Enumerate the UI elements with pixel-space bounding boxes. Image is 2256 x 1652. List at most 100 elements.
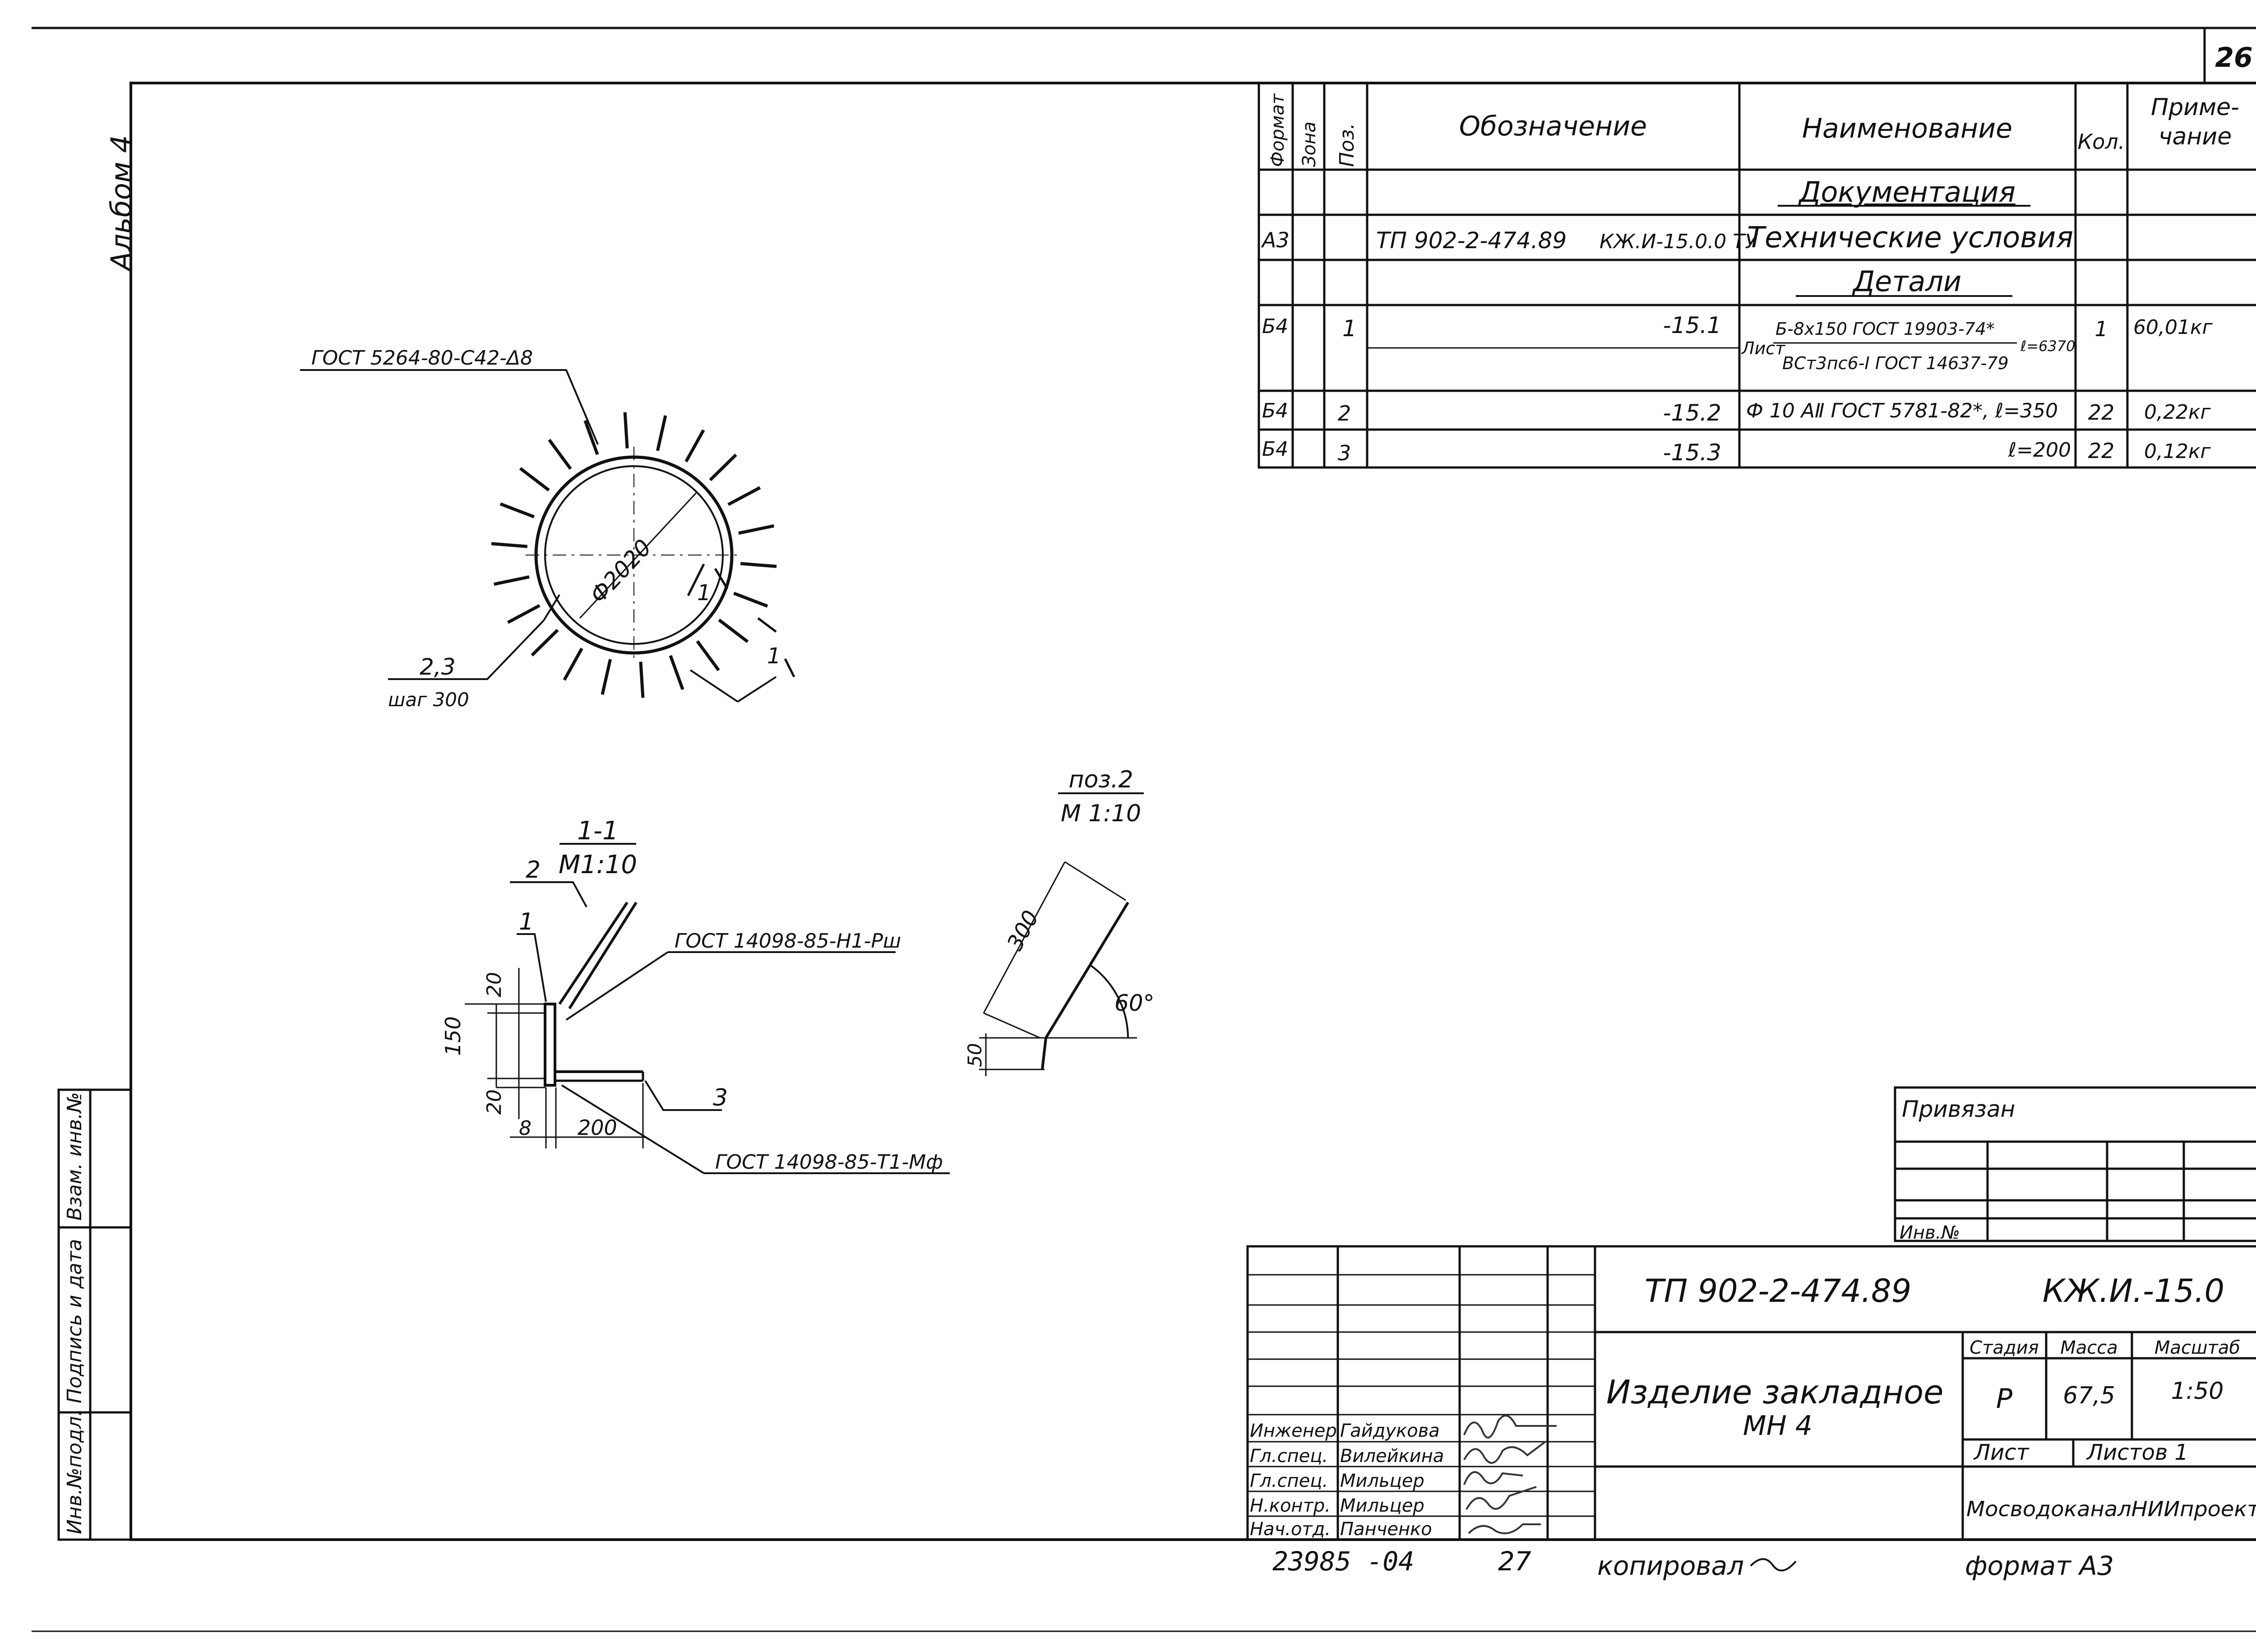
title-block bbox=[1246, 1245, 2256, 1541]
doc-row-designation-a: ТП 902-2-474.89 bbox=[1376, 227, 1567, 254]
staff-role: Гл.спец. bbox=[1250, 1446, 1328, 1467]
stud-anchor bbox=[727, 486, 761, 506]
binding-block bbox=[1894, 1086, 2256, 1242]
binding-inv: Инв.№ bbox=[1900, 1222, 1960, 1243]
staff-name: Панченко bbox=[1340, 1519, 1432, 1540]
row3-format: Б4 bbox=[1262, 438, 1288, 461]
dim-8: 8 bbox=[519, 1117, 532, 1140]
table-row: Б4 1 -15.1 Лист Б-8х150 ГОСТ 19903-74* В… bbox=[1262, 312, 2213, 373]
header-zone: Зона bbox=[1299, 121, 1320, 167]
pos2-scale: М 1:10 bbox=[1061, 800, 1141, 827]
spec-table bbox=[1257, 82, 2256, 469]
organization: МосводоканалНИИпроект bbox=[1966, 1497, 2256, 1521]
ring-weld-label: ГОСТ 5264-80-С42-Δ8 bbox=[311, 347, 533, 370]
stud-pos-label: 2,3 bbox=[420, 654, 456, 680]
row3-designation: -15.3 bbox=[1663, 440, 1721, 466]
title-sheet-code: КЖ.И.-15.0 bbox=[2043, 1273, 2224, 1310]
staff-role: Инженер bbox=[1250, 1421, 1337, 1441]
binding-title: Привязан bbox=[1902, 1096, 2015, 1122]
section-parts: Детали bbox=[1852, 265, 1962, 298]
stud-anchor bbox=[740, 562, 777, 568]
stud-anchor bbox=[639, 662, 645, 698]
row1-qty: 1 bbox=[2094, 317, 2108, 341]
stud-anchor bbox=[718, 618, 749, 643]
dim-150: 150 bbox=[441, 1016, 465, 1056]
stud-anchor bbox=[733, 592, 768, 608]
dim-200: 200 bbox=[578, 1115, 617, 1140]
row1-name-prefix: Лист bbox=[1741, 338, 1786, 358]
stud-pitch-label: шаг 300 bbox=[388, 689, 469, 711]
dim-50: 50 bbox=[964, 1043, 986, 1067]
stud-anchor bbox=[669, 655, 684, 690]
title-code: ТП 902-2-474.89 bbox=[1645, 1273, 1911, 1310]
pos2-title: поз.2 bbox=[1068, 766, 1133, 793]
row2-designation: -15.2 bbox=[1663, 400, 1721, 426]
spec-header: Формат Зона Поз. Обозначение Наименовани… bbox=[1267, 93, 2239, 167]
doc-row-designation-b: КЖ.И-15.0.0 ТУ bbox=[1600, 230, 1758, 253]
stud-anchor bbox=[684, 429, 705, 463]
header-pos: Поз. bbox=[1336, 123, 1359, 167]
scale-value: 1:50 bbox=[2171, 1378, 2224, 1405]
staff-name: Гайдукова bbox=[1340, 1421, 1440, 1441]
staff-name: Мильцер bbox=[1340, 1471, 1424, 1491]
stage-value: Р bbox=[1996, 1383, 2013, 1415]
signatures bbox=[1463, 1415, 1557, 1534]
stud-anchor bbox=[656, 415, 667, 451]
section-1-1 bbox=[465, 881, 950, 1174]
row1-designation: -15.1 bbox=[1663, 312, 1721, 338]
podpis-label: Подпись и дата bbox=[63, 1239, 86, 1403]
stud-anchor bbox=[531, 629, 559, 657]
ring-diameter: Ф2020 bbox=[585, 534, 656, 608]
sheets-label: Листов 1 bbox=[2086, 1440, 2188, 1465]
section-scale: М1:10 bbox=[559, 850, 637, 879]
stud-anchor bbox=[623, 412, 629, 449]
table-row: Б4 3 -15.3 ℓ=200 22 0,12кг bbox=[1262, 438, 2211, 466]
row2-name: Ф 10 АⅡ ГОСТ 5781-82*, ℓ=350 bbox=[1746, 399, 2058, 422]
mass-value: 67,5 bbox=[2063, 1382, 2115, 1409]
copied-signature bbox=[1750, 1558, 1797, 1572]
row1-name-bottom: ВСт3пс6-I ГОСТ 14637-79 bbox=[1782, 353, 2009, 373]
dim-20-bottom: 20 bbox=[483, 1089, 506, 1115]
stud-anchor bbox=[563, 648, 583, 681]
section-label-2: 2 bbox=[526, 856, 541, 884]
row1-pos: 1 bbox=[1342, 315, 1357, 342]
weld-bottom-label: ГОСТ 14098-85-Т1-Мф bbox=[715, 1151, 943, 1174]
staff-list: Инженер Гайдукова Гл.спец. Вилейкина Гл.… bbox=[1250, 1421, 1444, 1540]
angle-60: 60° bbox=[1114, 990, 1155, 1016]
header-qty: Кол. bbox=[2078, 130, 2125, 154]
sheet-label: Лист bbox=[1973, 1440, 2030, 1465]
doc-row-format: А3 bbox=[1261, 228, 1290, 252]
section-label-3: 3 bbox=[713, 1084, 728, 1111]
format-label: формат А3 bbox=[1965, 1550, 2114, 1581]
mass-label: Масса bbox=[2060, 1337, 2118, 1358]
page-number: 26 bbox=[2215, 42, 2253, 74]
header-designation: Обозначение bbox=[1459, 111, 1647, 142]
row1-format: Б4 bbox=[1262, 315, 1288, 338]
header-note-1: Приме- bbox=[2151, 94, 2239, 121]
doc-row-name: Технические условия bbox=[1747, 221, 2073, 255]
section-docs: Документация bbox=[1798, 176, 2016, 208]
title-name-line1: Изделие закладное bbox=[1606, 1373, 1943, 1411]
row2-note: 0,22кг bbox=[2144, 401, 2211, 424]
header-format: Формат bbox=[1267, 93, 1288, 167]
weld-top-label: ГОСТ 14098-85-Н1-Рш bbox=[675, 930, 901, 953]
staff-name: Мильцер bbox=[1340, 1495, 1424, 1516]
row1-name-len: ℓ=6370 bbox=[2020, 338, 2075, 355]
title-name-line2: МН 4 bbox=[1743, 1410, 1812, 1442]
copied-label: копировал bbox=[1597, 1550, 1744, 1581]
inv-podl-label: Инв.№подл. bbox=[63, 1410, 86, 1534]
stud-anchor bbox=[519, 467, 550, 492]
table-row: Б4 2 -15.2 Ф 10 АⅡ ГОСТ 5781-82*, ℓ=350 … bbox=[1262, 399, 2211, 426]
bottom-number: 27 bbox=[1498, 1546, 1531, 1577]
stud-anchor bbox=[491, 542, 528, 548]
staff-role: Нач.отд. bbox=[1250, 1519, 1331, 1540]
section-mark-b: 1 bbox=[767, 643, 781, 669]
stud-anchor bbox=[583, 420, 599, 455]
stud-anchor bbox=[493, 575, 530, 586]
row3-note: 0,12кг bbox=[2144, 440, 2211, 463]
stud-anchor bbox=[507, 604, 541, 624]
sheet-frame bbox=[32, 27, 2256, 1632]
header-note-2: чание bbox=[2159, 123, 2232, 150]
row2-qty: 22 bbox=[2088, 400, 2115, 425]
stud-anchor bbox=[709, 453, 737, 481]
